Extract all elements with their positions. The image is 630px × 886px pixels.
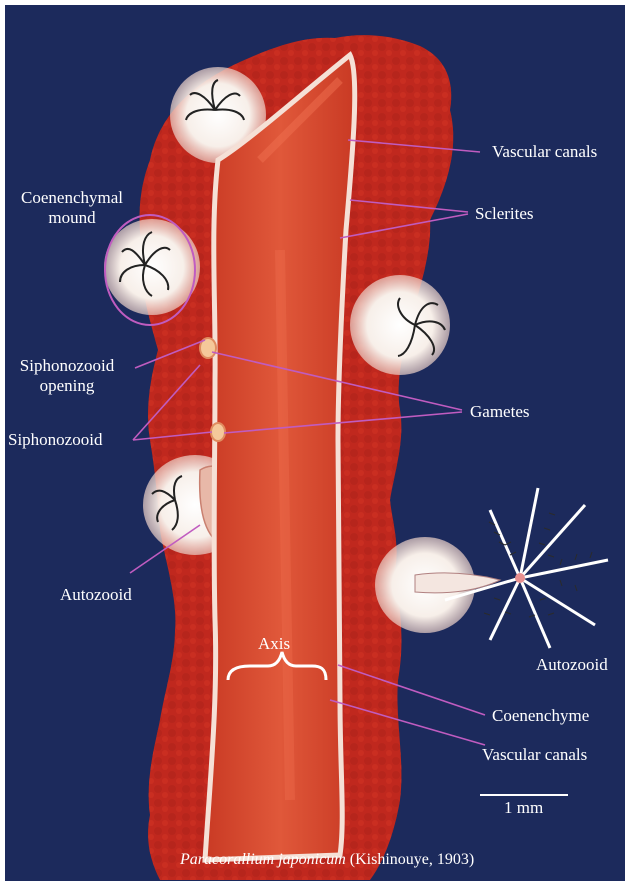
label-siphonozooid-opening-line2: opening xyxy=(40,376,95,395)
scale-bar-label: 1 mm xyxy=(504,798,543,818)
label-coenenchyme: Coenenchyme xyxy=(492,706,589,726)
figure-caption: Paracorallium japonicum (Kishinouye, 190… xyxy=(180,850,474,870)
label-vascular-canals-bottom: Vascular canals xyxy=(482,745,587,765)
label-autozooid-right: Autozooid xyxy=(536,655,608,675)
polyp-coenenchymal-mound xyxy=(104,219,200,315)
label-gametes: Gametes xyxy=(470,402,529,422)
polyp-right-upper xyxy=(350,275,450,375)
caption-authority: (Kishinouye, 1903) xyxy=(350,851,474,868)
label-siphonozooid-opening-line1: Siphonozooid xyxy=(20,356,114,375)
label-autozooid-left: Autozooid xyxy=(60,585,132,605)
label-coenenchymal-mound-line2: mound xyxy=(48,208,95,227)
label-coenenchymal-mound-line1: Coenenchymal xyxy=(21,188,123,207)
label-siphonozooid: Siphonozooid xyxy=(8,430,102,450)
label-sclerites: Sclerites xyxy=(475,204,534,224)
label-axis: Axis xyxy=(258,634,290,654)
label-siphonozooid-opening: Siphonozooid opening xyxy=(8,356,126,396)
polyp-autozooid-right xyxy=(375,537,500,633)
label-vascular-canals-top: Vascular canals xyxy=(492,142,597,162)
caption-species: Paracorallium japonicum xyxy=(180,851,346,868)
label-coenenchymal-mound: Coenenchymal mound xyxy=(12,188,132,228)
